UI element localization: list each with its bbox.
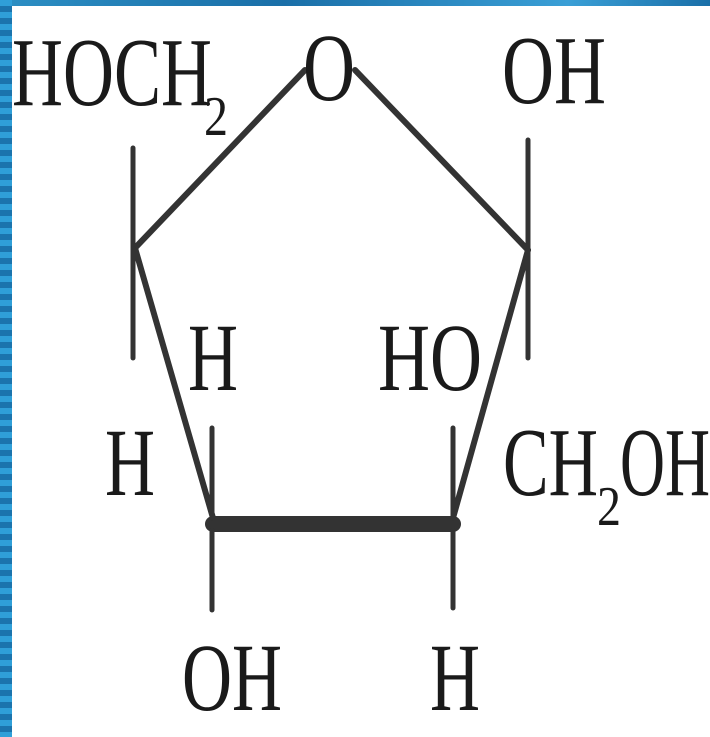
bond-c5-o <box>132 67 308 251</box>
label-h-left: H <box>105 409 155 516</box>
label-ho-ring-right: HO <box>378 304 482 411</box>
label-ch-subscript: 2 <box>597 476 621 538</box>
label-hoch2-subscript: 2 <box>204 86 228 148</box>
label-ch-oh: OH <box>620 409 710 517</box>
slide-left-border <box>0 0 12 737</box>
label-hoch2: HOCH <box>12 19 212 127</box>
bond-c2-c3 <box>450 247 531 521</box>
bond-o-c2 <box>352 67 531 253</box>
label-oh-bottom: OH <box>182 624 282 731</box>
label-oh-top-right: OH <box>502 17 606 125</box>
label-ring-oxygen: O <box>303 14 355 121</box>
label-h-bottom: H <box>430 624 480 731</box>
label-ch: CH <box>503 409 598 517</box>
label-h-ring-left: H <box>188 304 238 411</box>
bond-c5-c4 <box>132 245 216 521</box>
slide-top-border <box>0 0 710 6</box>
